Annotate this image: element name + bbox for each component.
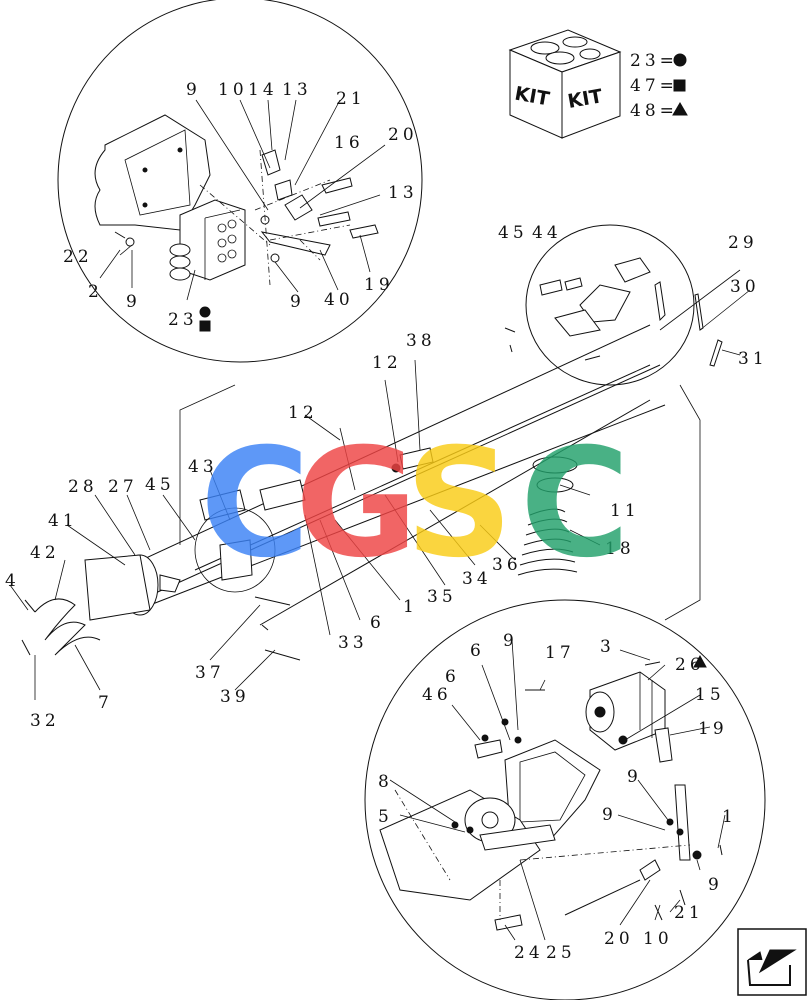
circle-symbol-icon [673, 53, 687, 67]
callout-21b: 21 [674, 903, 704, 923]
callout-29: 29 [728, 233, 758, 253]
callout-36: 36 [492, 555, 522, 575]
callout-9a: 9 [186, 80, 201, 100]
circle-symbol-icon [199, 306, 211, 318]
callout-44: 44 [532, 223, 562, 243]
square-symbol-icon [199, 320, 211, 332]
callout-19a: 19 [364, 275, 394, 295]
callout-45b: 45 [145, 475, 175, 495]
watermark-letter: G [295, 417, 418, 591]
callout-3: 3 [600, 637, 615, 657]
callout-30: 30 [730, 277, 760, 297]
callout-15: 15 [695, 685, 725, 705]
callout-10b: 10 [643, 929, 673, 949]
callout-31: 31 [738, 349, 768, 369]
callout-25: 25 [546, 943, 576, 963]
watermark-letter: C [200, 417, 310, 591]
callout-12b: 12 [288, 403, 318, 423]
callout-11: 11 [610, 501, 640, 521]
callout-28: 28 [68, 477, 98, 497]
kit-box-icon: KIT KIT [508, 29, 622, 139]
callout-43: 43 [188, 457, 218, 477]
callout-46: 46 [422, 685, 452, 705]
spring-part [517, 456, 578, 576]
detail-circle-pump [504, 224, 723, 386]
callout-12a: 12 [372, 353, 402, 373]
callout-22: 22 [63, 247, 93, 267]
triangle-symbol-icon [672, 102, 688, 116]
kit-legend-row-3: 48= [630, 101, 678, 121]
callout-13b: 13 [388, 183, 418, 203]
callout-7: 7 [98, 693, 113, 713]
callout-24: 24 [514, 943, 544, 963]
callout-6b: 6 [470, 641, 485, 661]
kit-legend: 23= 47= 48= [630, 51, 688, 121]
square-symbol-icon [673, 79, 686, 92]
callout-45a: 45 [498, 223, 528, 243]
callout-8: 8 [378, 772, 393, 792]
previous-page-arrow-icon[interactable] [737, 928, 807, 996]
callout-27: 27 [108, 477, 138, 497]
callout-35: 35 [427, 587, 457, 607]
callout-19b: 19 [698, 719, 728, 739]
callout-9c: 9 [290, 292, 305, 312]
callout-37: 37 [195, 663, 225, 683]
callout-13a: 13 [282, 80, 312, 100]
callout-40: 40 [324, 290, 354, 310]
kit-legend-row-1: 23= [630, 51, 678, 71]
callout-1a: 1 [403, 597, 418, 617]
watermark-letter: S [405, 417, 513, 591]
callout-20b: 20 [604, 929, 634, 949]
switch-buttons [217, 219, 237, 263]
callout-9e: 9 [627, 767, 642, 787]
callout-38: 38 [406, 331, 436, 351]
callout-9b: 9 [126, 292, 141, 312]
detail-circle-bottom-right [364, 599, 766, 1000]
callout-16: 16 [334, 133, 364, 153]
callout-9g: 9 [708, 875, 723, 895]
auger-tube-assembly [9, 269, 751, 700]
watermark-letter: C [520, 417, 630, 591]
detail-circle-top-left [57, 0, 423, 363]
callout-33: 33 [338, 633, 368, 653]
callout-32: 32 [30, 711, 60, 731]
callout-26: 26 [675, 655, 705, 675]
callout-2: 2 [88, 282, 103, 302]
callout-18: 18 [605, 539, 635, 559]
callout-1b: 1 [722, 807, 737, 827]
callout-42: 42 [30, 543, 60, 563]
callout-5: 5 [378, 807, 393, 827]
callout-6c: 6 [445, 667, 460, 687]
callout-17: 17 [545, 643, 575, 663]
kit-legend-row-2: 47= [630, 76, 678, 96]
triangle-symbol-icon [693, 654, 707, 668]
callout-9f: 9 [602, 805, 617, 825]
callout-20a: 20 [388, 125, 418, 145]
callout-34: 34 [462, 569, 492, 589]
callout-21a: 21 [336, 89, 366, 109]
callout-23a: 23 [168, 310, 198, 330]
callout-14: 14 [248, 80, 278, 100]
callout-9d: 9 [503, 631, 518, 651]
callout-39: 39 [220, 687, 250, 707]
callout-41: 41 [48, 511, 78, 531]
callout-6a: 6 [370, 613, 385, 633]
callout-10a: 10 [218, 80, 248, 100]
callout-4: 4 [5, 571, 20, 591]
